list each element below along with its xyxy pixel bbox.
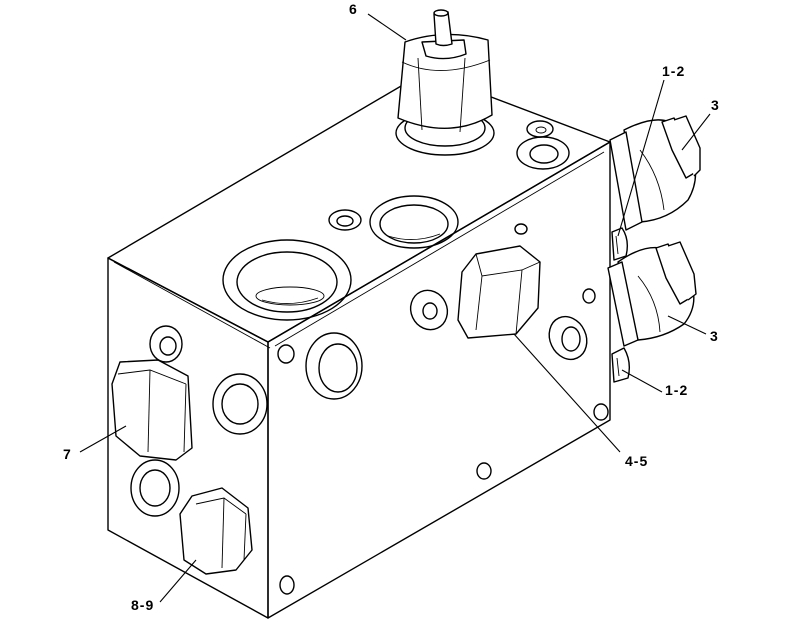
top-right-port <box>517 137 569 169</box>
callout-1-2-bottom: 1-2 <box>665 382 689 398</box>
callout-4-5: 4-5 <box>625 453 649 469</box>
front-small-port <box>150 326 182 362</box>
front-low-port <box>131 460 179 516</box>
right-face-port-left <box>404 284 454 335</box>
callout-1-2-top: 1-2 <box>662 63 686 79</box>
right-face-corner-holes <box>278 345 608 594</box>
right-face-small-hole <box>583 289 595 303</box>
seal-lower <box>612 348 629 382</box>
right-face-large-port <box>306 333 362 399</box>
hex-plug-right <box>458 246 540 338</box>
upper-solenoid <box>610 116 700 230</box>
callout-3-mid: 3 <box>710 328 719 344</box>
leader-lines <box>80 14 710 602</box>
top-screw-hole <box>527 121 553 137</box>
front-lower-hex-plug <box>180 488 252 574</box>
top-medium-port <box>370 196 458 248</box>
seal-upper <box>612 228 627 260</box>
callout-8-9: 8-9 <box>131 597 155 613</box>
callout-7: 7 <box>63 446 72 462</box>
callout-6: 6 <box>349 1 358 17</box>
top-small-port <box>329 210 361 230</box>
callout-3-top: 3 <box>711 97 720 113</box>
top-corner-hole <box>515 224 527 234</box>
front-hex-plug <box>112 360 192 460</box>
right-face-port-right <box>542 310 593 365</box>
right-face-bottom-hole <box>477 463 491 479</box>
top-fitting <box>396 10 494 155</box>
front-mid-port <box>213 374 267 434</box>
top-large-port <box>223 240 351 320</box>
lower-solenoid <box>608 242 696 346</box>
